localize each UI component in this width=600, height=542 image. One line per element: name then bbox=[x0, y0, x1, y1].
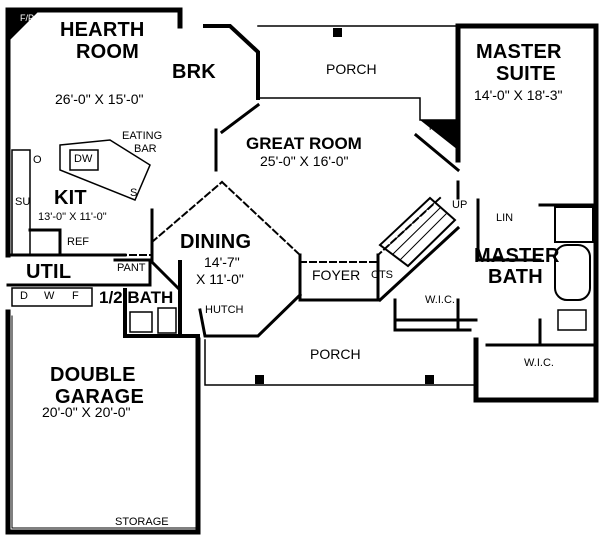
hutch-label: HUTCH bbox=[205, 304, 244, 316]
porch-top-label: PORCH bbox=[326, 61, 377, 77]
pantry-walls bbox=[113, 258, 152, 287]
tub bbox=[554, 244, 591, 301]
ref-label: REF bbox=[67, 236, 89, 248]
wic-left-walls bbox=[393, 298, 472, 332]
fireplace-hearth-label: F/P bbox=[20, 13, 35, 23]
hearth-room-dims: 26'-0" X 15'-0" bbox=[55, 91, 144, 107]
fireplace-greatroom-label: F/P bbox=[429, 122, 444, 132]
garage-inner bbox=[11, 315, 196, 529]
foyer-name: FOYER bbox=[312, 267, 361, 283]
washer-label: W bbox=[44, 290, 55, 302]
exterior-wall-garage bbox=[5, 309, 201, 535]
porch-post bbox=[255, 375, 264, 384]
stair-outline bbox=[378, 196, 457, 268]
porch-post bbox=[333, 28, 342, 37]
wic-left-label: W.I.C. bbox=[425, 294, 455, 306]
fireplace-hearth-icon bbox=[8, 10, 40, 42]
great-room-dims: 25'-0" X 16'-0" bbox=[260, 153, 349, 169]
porch-post bbox=[425, 375, 434, 384]
wic-right-label: W.I.C. bbox=[524, 357, 554, 369]
master-suite-name-line2: SUITE bbox=[496, 63, 556, 85]
pantry-label: PANT bbox=[117, 262, 146, 274]
eating-bar bbox=[59, 139, 151, 201]
shower bbox=[554, 206, 594, 243]
hearth-room-name-line2: ROOM bbox=[76, 41, 140, 63]
hearth-room-name-line1: HEARTH bbox=[60, 19, 145, 41]
fireplace-greatroom-icon bbox=[420, 120, 458, 150]
eating-bar-line2: BAR bbox=[134, 143, 157, 155]
master-suite-dims: 14'-0" X 18'-3" bbox=[474, 87, 563, 103]
porch-bottom-outline bbox=[204, 339, 477, 386]
kit-dims: 13'-0" X 11'-0" bbox=[38, 211, 107, 223]
half-bath-sink bbox=[129, 311, 153, 333]
dining-name: DINING bbox=[180, 231, 252, 253]
kit-name: KIT bbox=[54, 187, 87, 209]
master-suite-name-line1: MASTER bbox=[476, 41, 562, 63]
master-bath-name-line2: BATH bbox=[488, 266, 543, 288]
su-label: SU bbox=[15, 196, 31, 208]
half-bath-toilet bbox=[157, 307, 177, 334]
garage-dims: 20'-0" X 20'-0" bbox=[42, 404, 131, 420]
master-bath-walls bbox=[377, 198, 598, 322]
eating-bar-line1: EATING bbox=[122, 130, 163, 142]
stair-up-label: UP bbox=[452, 199, 468, 211]
wic-right-walls bbox=[485, 318, 598, 347]
exterior-wall-brk-angle bbox=[203, 24, 260, 100]
half-bath-name: 1/2 BATH bbox=[99, 288, 174, 307]
dryer-label: D bbox=[20, 290, 28, 302]
exterior-wall-hearth bbox=[5, 7, 183, 29]
garage-name-line2: GARAGE bbox=[55, 386, 144, 408]
garage-name-line1: DOUBLE bbox=[50, 364, 136, 386]
dishwasher bbox=[69, 149, 99, 171]
toilet-right bbox=[557, 309, 587, 331]
porch-bottom-label: PORCH bbox=[310, 346, 361, 362]
sink-label: S bbox=[130, 187, 138, 199]
great-room-name: GREAT ROOM bbox=[246, 134, 362, 153]
linen-label: LIN bbox=[496, 212, 514, 224]
great-room-walls bbox=[214, 102, 461, 200]
oven-label: O bbox=[33, 154, 42, 166]
stair-treads bbox=[385, 202, 447, 261]
cts-label: CTS bbox=[371, 269, 393, 281]
master-bath-name-line1: MASTER bbox=[474, 245, 560, 267]
exterior-wall-master-bottom bbox=[473, 337, 599, 403]
dining-dims-line2: X 11'-0" bbox=[196, 271, 244, 287]
brk-name: BRK bbox=[172, 61, 216, 83]
washer-dryer-box bbox=[11, 287, 93, 307]
kitchen-counter-left bbox=[11, 149, 31, 256]
freezer-label: F bbox=[72, 290, 79, 302]
dining-walls bbox=[149, 208, 303, 338]
util-name: UTIL bbox=[26, 261, 72, 283]
dining-dims-line1: 14'-7" bbox=[204, 254, 240, 270]
storage-label: STORAGE bbox=[115, 516, 169, 528]
exterior-wall-bath-block bbox=[123, 260, 200, 338]
dishwasher-label: DW bbox=[74, 153, 93, 165]
